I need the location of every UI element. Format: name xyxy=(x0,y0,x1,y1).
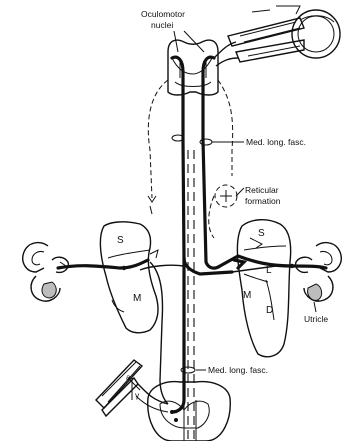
utricle-label: Utricle xyxy=(304,302,328,324)
left-vestibular-nuclei: S M xyxy=(100,222,158,333)
left-nucleus-m-label: M xyxy=(133,293,141,304)
right-nucleus-d-label: D xyxy=(266,305,273,316)
mlf-lower-label-text: Med. long. fasc. xyxy=(208,365,268,375)
oculomotor-label-line1: Oculomotor xyxy=(141,9,185,19)
mlf-upper-label: Med. long. fasc. xyxy=(212,137,306,147)
descending-mlf-tracts xyxy=(160,258,195,412)
mlf-lower-label: Med. long. fasc. xyxy=(196,365,268,375)
dashed-pathways xyxy=(148,80,237,441)
oculomotor-label: Oculomotor nuclei xyxy=(141,9,204,52)
reticular-label-line2: formation xyxy=(245,196,281,206)
mlf-upper-label-text: Med. long. fasc. xyxy=(246,137,306,147)
reticular-label-line1: Reticular xyxy=(245,185,279,195)
eye-with-extraocular-muscles xyxy=(214,6,340,66)
right-vestibular-pathways xyxy=(232,238,326,272)
oculomotor-nuclei xyxy=(168,40,218,95)
skeletal-muscle-with-spindle xyxy=(96,360,168,416)
ascending-mlf-tracts xyxy=(172,72,238,274)
right-labyrinth xyxy=(296,243,342,301)
left-vestibular-pathways xyxy=(58,250,184,380)
utricle-label-text: Utricle xyxy=(304,314,328,324)
spinal-cord-section xyxy=(148,382,231,441)
oculomotor-label-line2: nuclei xyxy=(151,20,173,30)
right-nucleus-m-label: M xyxy=(243,290,251,301)
left-nucleus-s-label: S xyxy=(117,235,124,246)
reticular-formation-label: Reticular formation xyxy=(236,185,281,206)
alpha-motor-label: a xyxy=(126,372,131,382)
left-labyrinth xyxy=(23,243,69,301)
right-nucleus-s-label: S xyxy=(258,228,265,239)
right-vestibular-nuclei: S L M D xyxy=(237,220,290,357)
